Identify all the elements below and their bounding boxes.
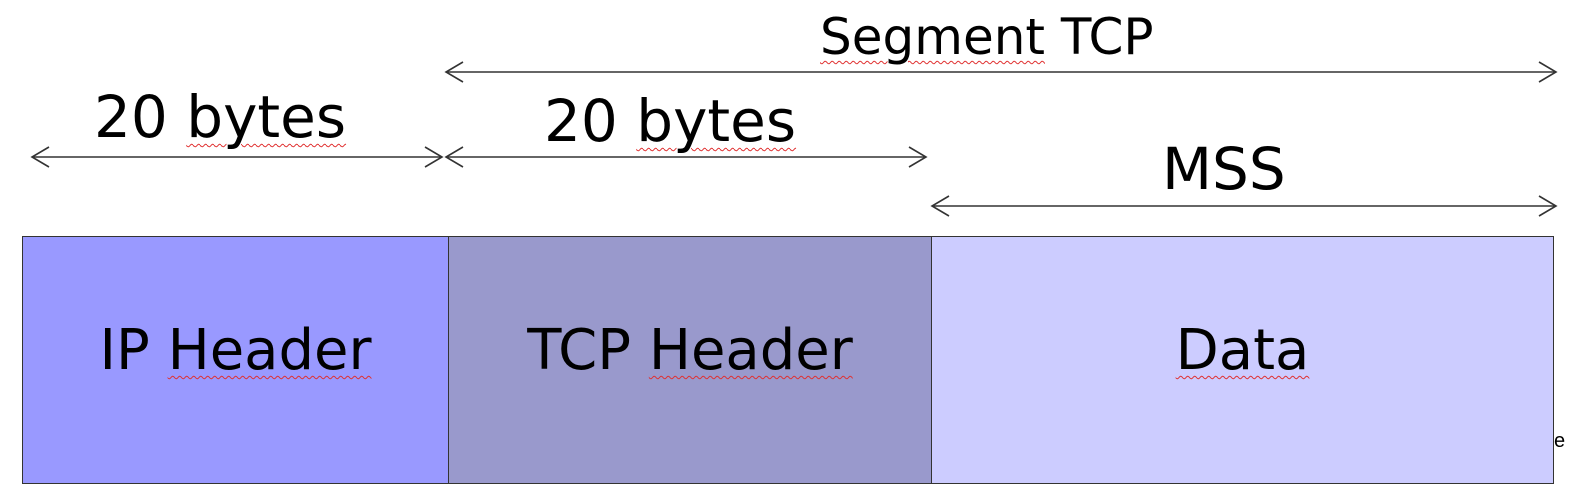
- ip-header-size-arrow: [30, 146, 444, 168]
- tcp-header-field: TCP Header: [448, 236, 932, 484]
- ip-header-size-label: 20 bytes: [94, 83, 347, 151]
- tcp-header-size-arrow: [444, 146, 928, 168]
- ip-header-label: IP Header: [99, 318, 372, 383]
- tcp-header-size-label: 20 bytes: [544, 87, 797, 155]
- mss-arrow: [930, 195, 1558, 217]
- tcp-word: TCP: [1060, 8, 1154, 66]
- segment-word: Segment: [820, 8, 1045, 66]
- tcp-header-label: TCP Header: [527, 318, 853, 383]
- mss-label: MSS: [1162, 135, 1286, 203]
- data-field: Data: [931, 236, 1554, 484]
- segment-tcp-arrow: [444, 61, 1558, 83]
- truncated-text: e: [1554, 430, 1566, 452]
- ip-header-field: IP Header: [22, 236, 449, 484]
- segment-tcp-label: Segment TCP: [820, 12, 1154, 62]
- data-label: Data: [1175, 318, 1310, 383]
